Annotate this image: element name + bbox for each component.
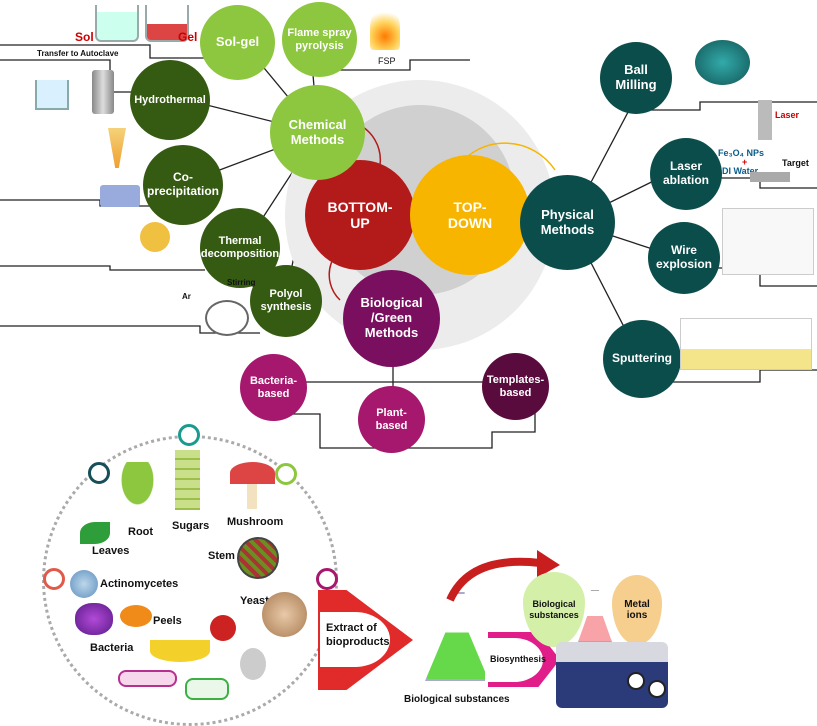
sputtering-node[interactable]: Sputtering — [603, 320, 681, 398]
coprecipitation-node[interactable]: Co- precipitation — [143, 145, 223, 225]
laser-word-label: Laser — [775, 110, 800, 120]
wire-explosion-illustration — [722, 208, 814, 275]
metal-ions-bubble: Metal ions — [612, 575, 662, 645]
mushroom-stalk-illustration — [247, 484, 257, 509]
actinomycetes-label: Actinomycetes — [100, 578, 179, 590]
mushroom-illustration — [230, 462, 275, 484]
leaves-label: Leaves — [92, 545, 130, 557]
fsp-label: FSP — [378, 56, 396, 66]
bacterium-rod-illustration — [118, 670, 177, 687]
hotplate-stirrer — [556, 642, 668, 708]
ball-milling-node[interactable]: Ball Milling — [600, 42, 672, 114]
target-plate-illustration — [750, 172, 790, 182]
extract-badge — [320, 612, 390, 667]
templates-based-node[interactable]: Templates- based — [482, 353, 549, 420]
flame-spray-node[interactable]: Flame spray pyrolysis — [282, 2, 357, 77]
sputtering-step-line — [655, 369, 817, 383]
marker-icon-left — [88, 462, 110, 484]
peels-illustration — [120, 605, 152, 627]
stem-crosssection-illustration — [237, 537, 279, 579]
sugar-cane-illustration — [175, 450, 200, 510]
three-neck-flask-illustration — [205, 300, 249, 336]
yeast-illustration — [262, 592, 307, 637]
sputtering-illustration — [680, 318, 812, 370]
plant-based-node[interactable]: Plant- based — [358, 386, 425, 453]
biological-methods-node[interactable]: Biological /Green Methods — [343, 270, 440, 367]
laser-ablation-node[interactable]: Laser ablation — [650, 138, 722, 210]
marker-icon-top — [178, 424, 200, 446]
stirring-label: Stirring — [227, 278, 256, 287]
biological-substances-bubble: Biological substances — [523, 572, 585, 647]
sol-gel-node[interactable]: Sol-gel — [200, 5, 275, 80]
cell-illustration — [185, 678, 229, 700]
actinomycetes-illustration — [70, 570, 98, 598]
transfer-autoclave-label: Transfer to Autoclave — [37, 49, 119, 58]
biosynthesis-badge — [485, 638, 543, 682]
hotplate-knob-2 — [648, 680, 666, 698]
laser-device-illustration — [758, 100, 772, 140]
polyol-synthesis-node[interactable]: Polyol synthesis — [250, 265, 322, 337]
autoclave-illustration — [92, 70, 114, 114]
sol-beaker-illustration — [95, 5, 139, 42]
banana-peel-illustration — [150, 640, 210, 662]
ar-label: Ar — [182, 292, 191, 301]
ball-mill-illustration — [695, 40, 750, 85]
leaves-illustration — [80, 522, 110, 544]
plus-label: + — [742, 157, 748, 167]
yeast-label: Yeast — [240, 595, 269, 607]
physical-methods-node[interactable]: Physical Methods — [520, 175, 615, 270]
mushroom-label: Mushroom — [227, 516, 284, 528]
biosynthesis-label: Biosynthesis — [490, 654, 547, 664]
flask-burner-illustration — [140, 222, 170, 252]
peels-label: Peels — [153, 615, 182, 627]
virus-illustration — [240, 648, 266, 680]
root-illustration — [110, 462, 165, 522]
hydrothermal-node[interactable]: Hydrothermal — [130, 60, 210, 140]
flame-spray-illustration — [370, 5, 400, 50]
stem-label: Stem — [208, 550, 235, 562]
gel-beaker-illustration — [145, 5, 189, 42]
top-down-node[interactable]: TOP- DOWN — [410, 155, 530, 275]
sol-gel-step-line — [0, 44, 210, 59]
wire-explosion-node[interactable]: Wire explosion — [648, 222, 720, 294]
sol-label: Sol — [75, 30, 94, 44]
biological-substances-label: Biological substances — [404, 694, 510, 705]
bio-step-line — [290, 390, 536, 449]
extract-label: Extract of bioproducts — [326, 622, 390, 649]
beaker-illustration — [35, 80, 69, 110]
wire-step-line — [680, 267, 817, 287]
bacteria-based-node[interactable]: Bacteria- based — [240, 354, 307, 421]
thermal-step-line — [0, 265, 205, 271]
root-label: Root — [128, 526, 154, 538]
hotplate-knob-1 — [627, 672, 645, 690]
di-water-label: DI Water — [722, 166, 759, 176]
pomegranate-peel-illustration — [210, 615, 236, 641]
sugars-label: Sugars — [172, 520, 210, 532]
marker-icon-right — [275, 463, 297, 485]
gel-label: Gel — [178, 30, 198, 44]
chemical-methods-node[interactable]: Chemical Methods — [270, 85, 365, 180]
stirrer-illustration — [100, 185, 140, 207]
bacteria-label: Bacteria — [90, 642, 134, 654]
marker-icon-left-low — [43, 568, 65, 590]
fe3o4-label: Fe₃O₄ NPs — [718, 148, 764, 158]
bacteria-cluster-illustration — [75, 603, 113, 635]
marker-icon-right-low — [316, 568, 338, 590]
target-label: Target — [782, 158, 809, 168]
flame-step-line — [320, 59, 470, 71]
